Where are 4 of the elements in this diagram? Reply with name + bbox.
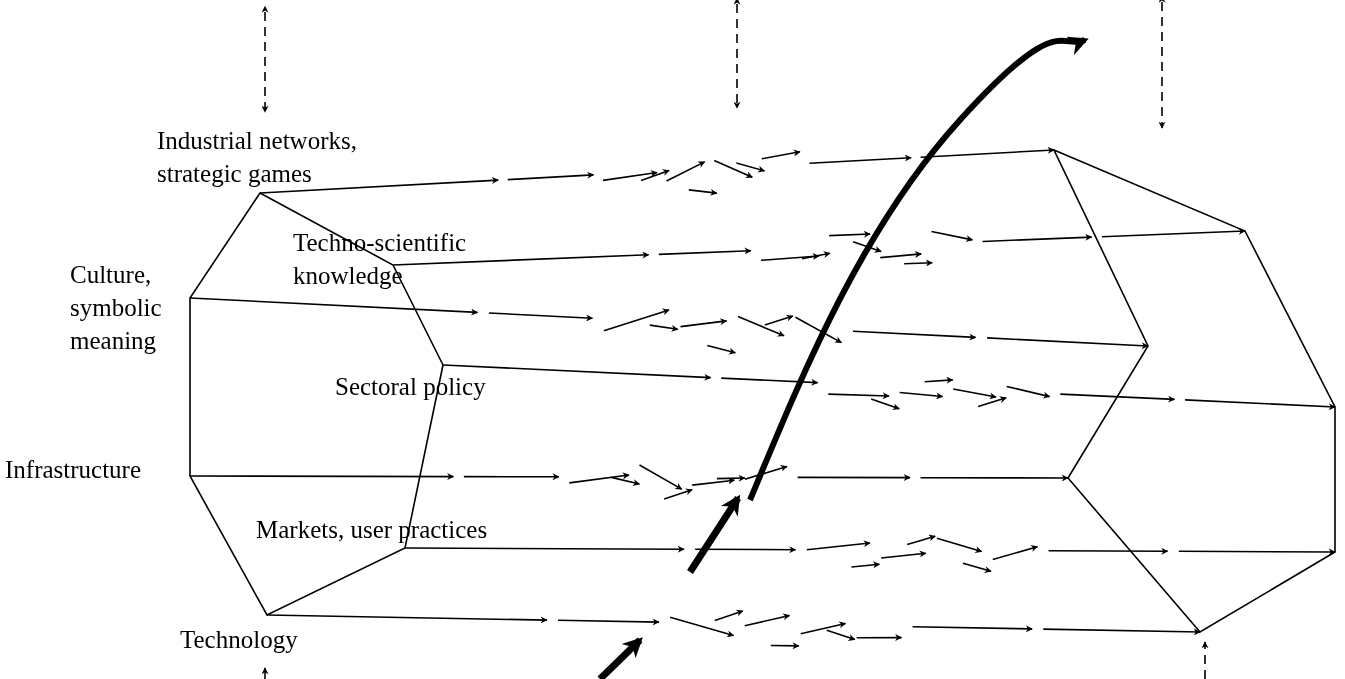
category-label: Culture, symbolic meaning — [70, 261, 162, 354]
category-label: Industrial networks, strategic games — [157, 127, 357, 187]
category-label: Technology — [180, 626, 298, 653]
category-label: Infrastructure — [5, 456, 142, 483]
